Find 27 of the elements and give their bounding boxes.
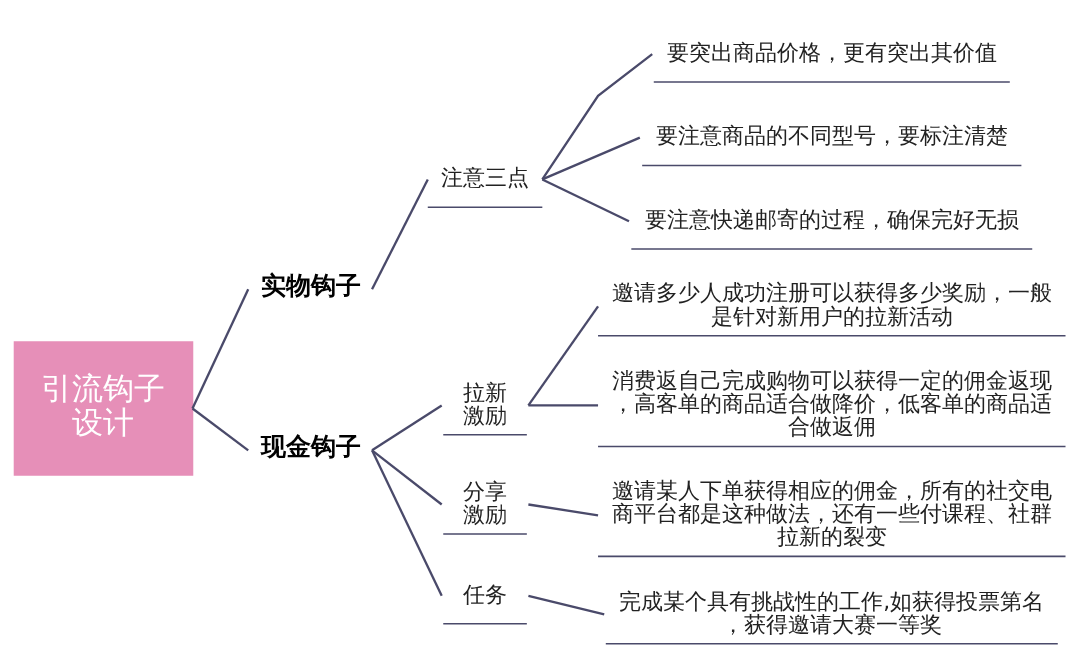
connector bbox=[528, 502, 599, 516]
node-text: 邀请多少人成功注册可以获得多少奖励，一般是针对新用户的拉新活动 bbox=[611, 279, 1052, 329]
node-text: 注意三点 bbox=[441, 164, 530, 190]
connector bbox=[371, 403, 443, 451]
connector bbox=[371, 448, 443, 505]
connector bbox=[528, 403, 599, 407]
connector bbox=[528, 594, 605, 616]
node-box: 引流钩子设计 bbox=[13, 340, 194, 476]
node-text: 拉新激励 bbox=[463, 379, 508, 428]
node-text: 分享激励 bbox=[463, 478, 508, 527]
connector bbox=[191, 407, 249, 451]
node-text: 消费返自己完成购物可以获得一定的佣金返现，高客单的商品适合做降价，低客单的商品适合做返佣 bbox=[611, 367, 1052, 439]
node-text: 邀请某人下单获得相应的佣金，所有的社交电商平台都是这种做法，还有一些付课程、社群拉新的裂变 bbox=[611, 477, 1052, 549]
connector bbox=[371, 449, 443, 596]
connector bbox=[541, 177, 630, 222]
connector bbox=[541, 136, 641, 180]
connector bbox=[527, 305, 599, 406]
node-text: 完成某个具有挑战性的工作,如获得投票第名，获得邀请大赛一等奖 bbox=[619, 588, 1045, 637]
node-text: 要注意快递邮寄的过程，确保完好无损 bbox=[644, 206, 1019, 232]
node-text: 要突出商品价格，更有突出其价值 bbox=[666, 39, 997, 65]
node-text: 要注意商品的不同型号，要标注清楚 bbox=[655, 122, 1008, 148]
connector bbox=[541, 52, 653, 180]
connector bbox=[371, 178, 429, 290]
node-text: 现金钩子 bbox=[260, 431, 361, 461]
connector bbox=[191, 288, 250, 409]
node-text: 任务 bbox=[463, 581, 508, 607]
node-text: 实物钩子 bbox=[260, 270, 361, 300]
